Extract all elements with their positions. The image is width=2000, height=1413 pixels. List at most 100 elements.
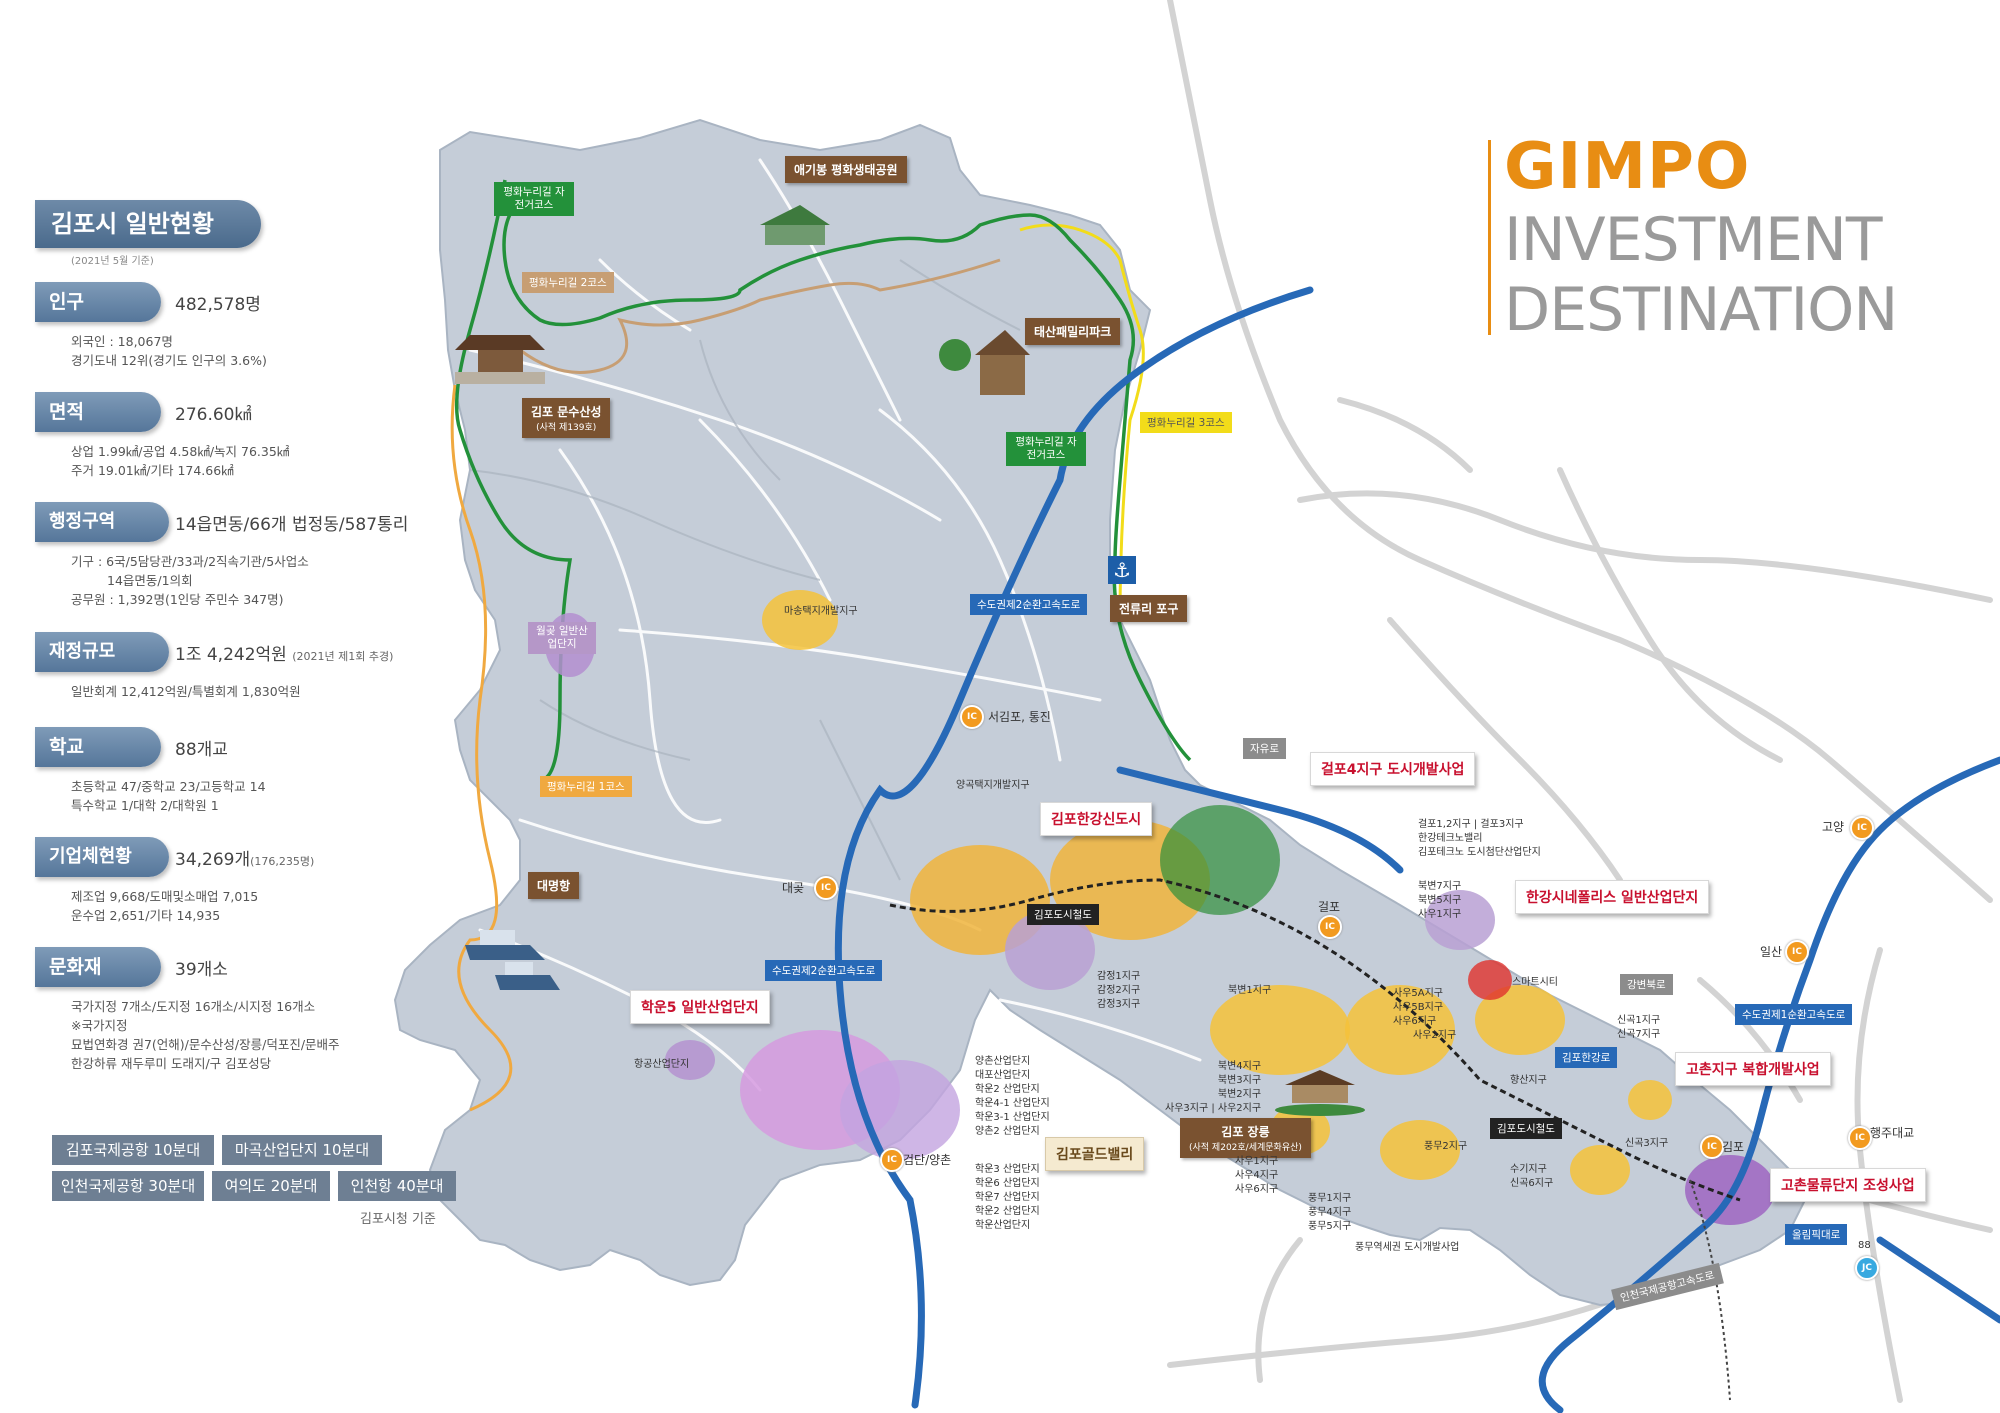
- list-item: 학운7 산업단지: [975, 1192, 1040, 1203]
- label-gochon-complex: 고촌지구 복합개발사업: [1675, 1052, 1831, 1086]
- ic-marker-geomdan: IC: [880, 1148, 904, 1172]
- label-aegibong: 애기봉 평화생태공원: [785, 156, 907, 183]
- label-hangang-cinepolis: 한강시네폴리스 일반산업단지: [1515, 880, 1710, 914]
- label-goyang: 고양: [1822, 820, 1845, 834]
- trail-course3: [1019, 223, 1145, 621]
- detail-line: 14읍면동/1의회: [107, 573, 193, 588]
- royal-tomb-icon: [1275, 1070, 1365, 1116]
- list-sugi: 수기지구 신곡6지구: [1510, 1163, 1553, 1191]
- label-yanggok: 양곡택지개발지구: [956, 780, 1030, 791]
- detail-line: 초등학교 47/중학교 23/고등학교 14: [71, 779, 266, 794]
- label-daemyeong: 대명항: [528, 872, 580, 899]
- label-daegot: 대곶: [782, 881, 805, 895]
- minor-roads: [469, 259, 1021, 881]
- label-bukbyeon1: 북변1지구: [1228, 985, 1272, 996]
- label-geolpo4: 걸포4지구 도시개발사업: [1310, 752, 1476, 786]
- list-item: 감정1지구: [1097, 971, 1141, 982]
- headline-investment: INVESTMENT: [1504, 205, 1882, 275]
- list-item: 김포테크노 도시첨단산업단지: [1418, 847, 1541, 858]
- list-item: 걸포1,2지구 | 걸포3지구: [1418, 819, 1524, 830]
- list-gold-a: 양촌산업단지 대포산업단지 학운2 산업단지 학운4-1 산업단지 학운3-1 …: [975, 1055, 1050, 1139]
- list-sinkok: 신곡1지구 신곡7지구: [1617, 1014, 1660, 1042]
- population-label: 인구: [35, 282, 161, 322]
- detail-line: 외국인 : 18,067명: [71, 334, 173, 349]
- anchor-icon: ⚓: [1108, 556, 1136, 584]
- trail-course1: [450, 384, 513, 1112]
- label-masong: 마송택지개발지구: [784, 606, 858, 617]
- list-item: 감정3지구: [1097, 999, 1141, 1010]
- list-gold-b: 학운3 산업단지 학운6 산업단지 학운7 산업단지 학운2 산업단지 학운산업…: [975, 1163, 1040, 1233]
- label-wolgot: 월곶 일반산업단지: [528, 622, 596, 654]
- business-value: 34,269개(176,235명): [175, 845, 314, 870]
- major-highways: [834, 286, 2000, 1413]
- label-haengju: 행주대교: [1870, 1126, 1915, 1140]
- list-pungmu: 풍무1지구 풍무4지구 풍무5지구: [1308, 1192, 1351, 1234]
- label-sudo1: 수도권제1순환고속도로: [1735, 1004, 1853, 1025]
- list-item: 북변2지구: [1217, 1089, 1262, 1100]
- area-label: 면적: [35, 392, 161, 432]
- budget-details: 일반회계 12,412억원/특별회계 1,830억원: [71, 682, 301, 701]
- list-item: 북변3지구: [1217, 1075, 1262, 1086]
- list-item: 신곡6지구: [1510, 1178, 1554, 1189]
- family-park-icon: [939, 330, 1030, 395]
- ic-marker-daegot: IC: [814, 876, 838, 900]
- label-route-88: 88: [1858, 1240, 1871, 1251]
- list-item: 학운3 산업단지: [975, 1164, 1040, 1175]
- ic-marker-haengju: IC: [1848, 1126, 1872, 1150]
- munsusanseong-name: 김포 문수산성: [531, 405, 602, 419]
- detail-line: 특수학교 1/대학 2/대학원 1: [71, 798, 219, 813]
- travel-time-yeouido: 여의도 20분대: [212, 1171, 330, 1201]
- detail-line: 묘법연화경 권7(언해)/문수산성/장릉/덕포진/문배주: [71, 1037, 340, 1052]
- list-item: 학운3-1 산업단지: [975, 1112, 1050, 1123]
- area-value: 276.60㎢: [175, 405, 252, 425]
- list-item: 양촌2 산업단지: [975, 1126, 1040, 1137]
- school-label: 학교: [35, 727, 161, 767]
- admin-value: 14읍면동/66개 법정동/587통리: [175, 515, 409, 535]
- list-sau: 사우5A지구 사우5B지구 사우6지구 사우2지구: [1393, 987, 1456, 1043]
- development-clusters: [545, 590, 1775, 1225]
- label-taesan: 태산패밀리파크: [1025, 318, 1121, 345]
- label-ilsan: 일산: [1760, 945, 1783, 959]
- list-bukbyeon: 북변4지구 북변3지구 북변2지구 사우3지구 | 사우2지구: [1165, 1060, 1261, 1116]
- list-item: 학운산업단지: [975, 1220, 1031, 1231]
- label-gangbyeonbukro: 강변북로: [1620, 974, 1673, 995]
- trail-bike-west: [454, 179, 573, 782]
- list-item: 학운2 산업단지: [975, 1084, 1040, 1095]
- detail-line: 한강하류 재두루미 도래지/구 김포성당: [71, 1056, 272, 1071]
- list-item: 감정2지구: [1097, 985, 1141, 996]
- list-gamjeong: 감정1지구 감정2지구 감정3지구: [1097, 970, 1140, 1012]
- school-value: 88개교: [175, 740, 228, 760]
- label-geomdan: 검단/양촌: [903, 1153, 952, 1167]
- detail-line: 운수업 2,651/기타 14,935: [71, 908, 221, 923]
- label-gimpo-gold-valley: 김포골드밸리: [1045, 1137, 1145, 1171]
- label-pungmu-station: 풍무역세권 도시개발사업: [1355, 1242, 1460, 1253]
- list-item: 풍무5지구: [1308, 1221, 1352, 1232]
- label-trail-course2: 평화누리길 2코스: [522, 272, 614, 293]
- business-count: 34,269개: [175, 850, 251, 870]
- heritage-label: 문화재: [35, 947, 161, 987]
- source-note: 김포시청 기준: [360, 1212, 436, 1227]
- budget-label: 재정규모: [35, 632, 169, 672]
- ic-marker-seogimpo: IC: [960, 705, 984, 729]
- headline-gimpo: GIMPO: [1504, 130, 1751, 204]
- list-item: 사우1지구: [1418, 909, 1462, 920]
- list-item: 한강테크노밸리: [1418, 833, 1483, 844]
- label-munsusanseong: 김포 문수산성 (사적 제139호): [522, 398, 611, 438]
- label-hyangsan: 향산지구: [1510, 1075, 1547, 1086]
- detail-line: ※국가지정: [71, 1018, 128, 1033]
- detail-line: 주거 19.01㎢/기타 174.66㎢: [71, 463, 234, 478]
- school-details: 초등학교 47/중학교 23/고등학교 14 특수학교 1/대학 2/대학원 1: [71, 777, 266, 815]
- label-sudo2-north: 수도권제2순환고속도로: [970, 594, 1088, 615]
- panel-title: 김포시 일반현황: [35, 200, 261, 248]
- label-seogimpo: 서김포, 통진: [988, 710, 1051, 724]
- heritage-value: 39개소: [175, 960, 228, 980]
- label-hakun5: 학운5 일반산업단지: [630, 990, 770, 1024]
- label-rail-b: 김포도시철도: [1490, 1118, 1562, 1139]
- list-item: 학운2 산업단지: [975, 1206, 1040, 1217]
- ic-marker-gimpo: IC: [1700, 1135, 1724, 1159]
- label-rail-a: 김포도시철도: [1027, 904, 1099, 925]
- label-bike-course-ne: 평화누리길 자전거코스: [1006, 432, 1086, 466]
- ship-icon: [465, 930, 560, 990]
- list-item: 학운4-1 산업단지: [975, 1098, 1050, 1109]
- detail-line: 일반회계 12,412억원/특별회계 1,830억원: [71, 684, 301, 699]
